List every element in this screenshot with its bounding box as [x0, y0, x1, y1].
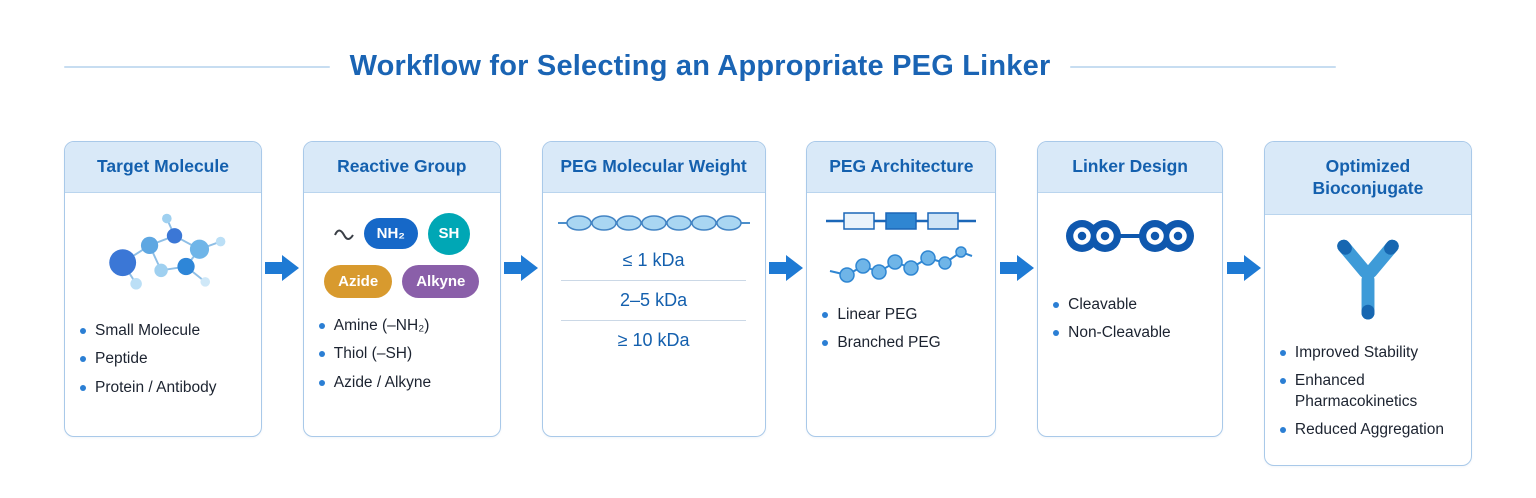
step-body: Improved Stability Enhanced Pharmacokine…: [1265, 215, 1471, 465]
flow-arrow: [1226, 253, 1261, 288]
step-header: Target Molecule: [65, 142, 261, 193]
weight-option: 2–5 kDa: [620, 289, 688, 310]
weight-option: ≥ 10 kDa: [617, 329, 690, 350]
bullet-list: Cleavable Non-Cleavable: [1053, 287, 1207, 352]
step-header: Linker Design: [1038, 142, 1223, 193]
step-card-target-molecule: Target Molecule: [64, 141, 262, 437]
step-header: Optimized Bioconjugate: [1264, 142, 1471, 215]
bullet-dot: [1053, 301, 1060, 308]
bullet-dot: [822, 340, 829, 347]
bullet-item: Protein / Antibody: [80, 378, 246, 398]
flow-arrow: [999, 253, 1034, 288]
bullet-text: Thiol (–SH): [333, 345, 413, 363]
title-rule-left: [64, 65, 330, 68]
bullet-list: Linear PEG Branched PEG: [822, 297, 980, 362]
bullet-item: Enhanced Pharmacokinetics: [1279, 371, 1456, 412]
bullet-dot: [318, 351, 325, 358]
bullet-dot: [1279, 427, 1286, 434]
peg-linker-workflow-page: Workflow for Selecting an Appropriate PE…: [0, 50, 1536, 466]
antibody-icon: [1318, 229, 1418, 325]
bullet-list: Improved Stability Enhanced Pharmacokine…: [1279, 335, 1456, 449]
bond-squiggle-icon: [333, 229, 354, 240]
weight-options: ≤ 1 kDa 2–5 kDa ≥ 10 kDa: [558, 241, 750, 360]
bullet-dot: [318, 322, 325, 329]
divider: [561, 319, 746, 321]
flow-arrow: [504, 253, 539, 288]
workflow-row: Target Molecule: [0, 141, 1536, 466]
bullet-text: Amine (–NH₂): [333, 316, 430, 334]
bullet-dot: [80, 327, 86, 334]
bullet-item: Thiol (–SH): [318, 344, 485, 364]
bullet-text: Enhanced Pharmacokinetics: [1294, 372, 1418, 410]
step-card-linker-design: Linker Design: [1037, 141, 1224, 437]
bullet-item: Improved Stability: [1279, 343, 1456, 363]
bullet-item: Amine (–NH₂): [318, 316, 485, 336]
amine-badge: NH₂: [363, 218, 418, 250]
step-title: PEG Architecture: [829, 156, 974, 176]
bullet-text: Linear PEG: [837, 305, 918, 323]
bullet-item: Small Molecule: [80, 321, 246, 341]
page-title: Workflow for Selecting an Appropriate PE…: [349, 50, 1051, 82]
step-body: Cleavable Non-Cleavable: [1038, 193, 1222, 436]
bullet-item: Azide / Alkyne: [318, 373, 485, 393]
step-card-peg-molecular-weight: PEG Molecular Weight ≤ 1 kDa: [541, 141, 766, 437]
chain-links-icon: [1059, 207, 1201, 265]
bullet-dot: [80, 384, 86, 391]
step-header: PEG Molecular Weight: [542, 142, 765, 193]
bullet-item: Branched PEG: [822, 333, 980, 353]
bullet-text: Protein / Antibody: [95, 378, 217, 396]
bullet-item: Cleavable: [1053, 295, 1207, 315]
step-title: Target Molecule: [97, 156, 229, 176]
bullet-list: Small Molecule Peptide Protein / Antibod…: [80, 313, 246, 406]
step-body: NH₂ SH Azide Alkyne Amine (–NH₂) Thiol (…: [304, 193, 500, 436]
alkyne-badge: Alkyne: [402, 264, 480, 298]
bullet-text: Improved Stability: [1294, 343, 1419, 361]
bullet-dot: [822, 311, 829, 318]
step-card-reactive-group: Reactive Group NH₂ SH Azide Alkyne: [302, 141, 501, 437]
bullet-dot: [318, 379, 325, 386]
bullet-text: Azide / Alkyne: [333, 373, 432, 391]
bullet-text: Non-Cleavable: [1068, 324, 1171, 342]
bullet-item: Non-Cleavable: [1053, 323, 1207, 343]
bullet-list: Amine (–NH₂) Thiol (–SH) Azide / Alkyne: [318, 308, 485, 401]
bullet-item: Linear PEG: [822, 305, 980, 325]
reactive-group-badges: NH₂ SH Azide Alkyne: [324, 212, 480, 298]
branched-peg-icon: [825, 239, 977, 287]
step-body: Linear PEG Branched PEG: [807, 193, 995, 436]
bullet-text: Branched PEG: [837, 334, 941, 352]
linear-peg-icon: [826, 207, 977, 235]
bullet-text: Reduced Aggregation: [1294, 421, 1444, 439]
title-rule-right: [1070, 65, 1336, 68]
peg-chain-icon: [557, 211, 750, 235]
bullet-text: Peptide: [95, 350, 148, 368]
step-body: ≤ 1 kDa 2–5 kDa ≥ 10 kDa: [543, 193, 765, 436]
step-body: Small Molecule Peptide Protein / Antibod…: [65, 193, 261, 436]
bullet-dot: [1279, 349, 1286, 356]
step-card-optimized-bioconjugate: Optimized Bioconjugate: [1263, 141, 1472, 466]
weight-option: ≤ 1 kDa: [622, 249, 685, 270]
step-title: PEG Molecular Weight: [560, 156, 747, 176]
divider: [561, 279, 746, 281]
bullet-text: Cleavable: [1068, 295, 1138, 313]
bullet-dot: [1279, 378, 1286, 385]
azide-badge: Azide: [324, 264, 393, 298]
badge-row: Azide Alkyne: [324, 264, 480, 298]
step-title: Linker Design: [1072, 156, 1188, 176]
step-title: Optimized Bioconjugate: [1312, 156, 1424, 198]
badge-row: NH₂ SH: [333, 212, 470, 255]
molecule-icon: [85, 207, 241, 303]
flow-arrow: [265, 253, 300, 288]
bullet-item: Reduced Aggregation: [1279, 420, 1456, 440]
step-title: Reactive Group: [337, 156, 467, 176]
step-header: Reactive Group: [303, 142, 500, 193]
bullet-dot: [1053, 330, 1060, 337]
bullet-dot: [80, 356, 86, 363]
step-header: PEG Architecture: [807, 142, 996, 193]
bullet-text: Small Molecule: [95, 321, 201, 339]
title-row: Workflow for Selecting an Appropriate PE…: [64, 50, 1336, 83]
flow-arrow: [768, 253, 803, 288]
thiol-badge: SH: [427, 212, 470, 255]
bullet-item: Peptide: [80, 349, 246, 369]
step-card-peg-architecture: PEG Architecture: [806, 141, 997, 437]
